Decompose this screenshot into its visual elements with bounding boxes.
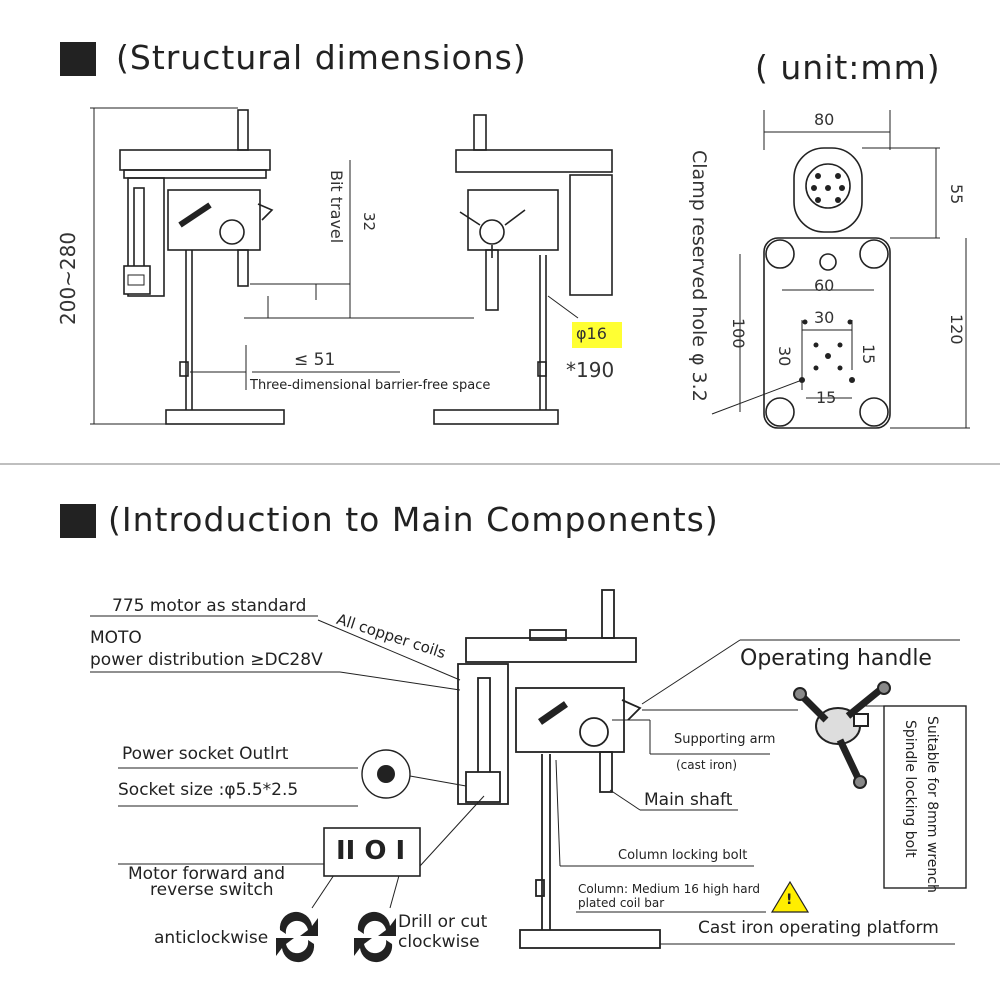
power-socket-label: Power socket Outlrt	[122, 744, 289, 764]
motor-standard-label: 775 motor as standard	[112, 596, 307, 616]
switch-label: Motor forward and	[128, 864, 286, 884]
chuck-highlight	[572, 322, 622, 348]
operating-handle-label: Operating handle	[740, 646, 932, 671]
unit-label: ( unit:mm)	[755, 48, 941, 87]
cast-iron-label: (cast iron)	[676, 758, 738, 772]
base	[165, 409, 285, 425]
column-length: *190	[566, 358, 615, 382]
operating-handle-drawing	[793, 681, 891, 789]
chuck-diameter: φ16	[576, 324, 607, 343]
switch-graphic	[323, 827, 421, 877]
switch-glyphs: II O I	[336, 836, 406, 866]
height-range-label: 200~280	[56, 231, 80, 325]
warning-triangle	[770, 880, 810, 913]
main-head	[515, 687, 625, 753]
top-plate-2	[455, 149, 613, 173]
travel-value: 32	[360, 212, 378, 232]
motor-body-2	[569, 174, 613, 296]
main-drill-drawing	[457, 589, 661, 949]
socket-size-label: Socket size :φ5.5*2.5	[118, 780, 299, 800]
motor-top	[793, 147, 863, 233]
moto-label: MOTO	[90, 628, 142, 648]
main-motor	[457, 663, 509, 805]
structural-heading: (Structural dimensions)	[116, 38, 527, 77]
spindle-top-2	[473, 114, 487, 151]
callout-lines	[90, 615, 960, 945]
supporting-arm-label: Supporting arm	[674, 732, 776, 747]
dimension-lines	[90, 107, 579, 425]
spindle-lock-label: Spindle locking bolt	[902, 720, 918, 858]
platform-label: Cast iron operating platform	[698, 918, 939, 938]
main-shaft-label: Main shaft	[644, 790, 733, 810]
anticlockwise-label: anticlockwise	[154, 928, 269, 948]
switch-label-2: reverse switch	[150, 880, 274, 900]
head-block-2	[467, 189, 559, 251]
motor-depth-dim: 55	[947, 184, 966, 205]
drill-side-view	[433, 114, 613, 425]
grid-30-h: 30	[814, 308, 835, 327]
rotation-icons	[276, 911, 396, 963]
base-2	[433, 409, 559, 425]
section-bullet-square	[60, 42, 96, 76]
components-heading: (Introduction to Main Components)	[108, 500, 719, 539]
throat-depth-label: ≤ 51	[294, 350, 336, 370]
bit-travel-label: Bit travel	[327, 170, 346, 244]
column-desc-label: Column: Medium 16 high hard	[578, 882, 760, 896]
top-width-dim: 80	[814, 110, 835, 129]
motor-body	[127, 177, 165, 297]
drill-front-view	[119, 109, 285, 425]
column-bolt-label: Column locking bolt	[618, 848, 748, 863]
drill-cut-label: Drill or cut	[398, 912, 488, 932]
grid-15-h: 15	[816, 388, 837, 407]
wrench-label: Suitable for 8mm wrench	[924, 716, 940, 893]
clamp-hole-label: Clamp reserved hole φ 3.2	[688, 150, 710, 402]
base-plate	[763, 237, 891, 429]
socket-icon	[361, 749, 411, 799]
wrench-box	[883, 705, 967, 889]
hole-span-dim: 100	[729, 318, 748, 349]
grid-15-v: 15	[859, 344, 878, 365]
top-plate	[119, 149, 271, 171]
spindle-top	[237, 109, 249, 151]
hole-pitch-dim: 60	[814, 276, 835, 295]
chuck	[237, 249, 249, 287]
power-distribution-label: power distribution ≥DC28V	[90, 650, 323, 670]
chuck-2	[485, 249, 499, 311]
warning-glyph: !	[786, 892, 793, 908]
top-view	[711, 110, 970, 429]
barrier-free-label: Three-dimensional barrier-free space	[250, 378, 491, 393]
base-length-dim: 120	[947, 314, 966, 345]
grid-30-v: 30	[775, 346, 794, 367]
column-desc-label-2: plated coil bar	[578, 896, 665, 910]
head-block	[167, 189, 261, 251]
section-bullet-square-2	[60, 504, 96, 538]
clockwise-label: clockwise	[398, 932, 480, 952]
